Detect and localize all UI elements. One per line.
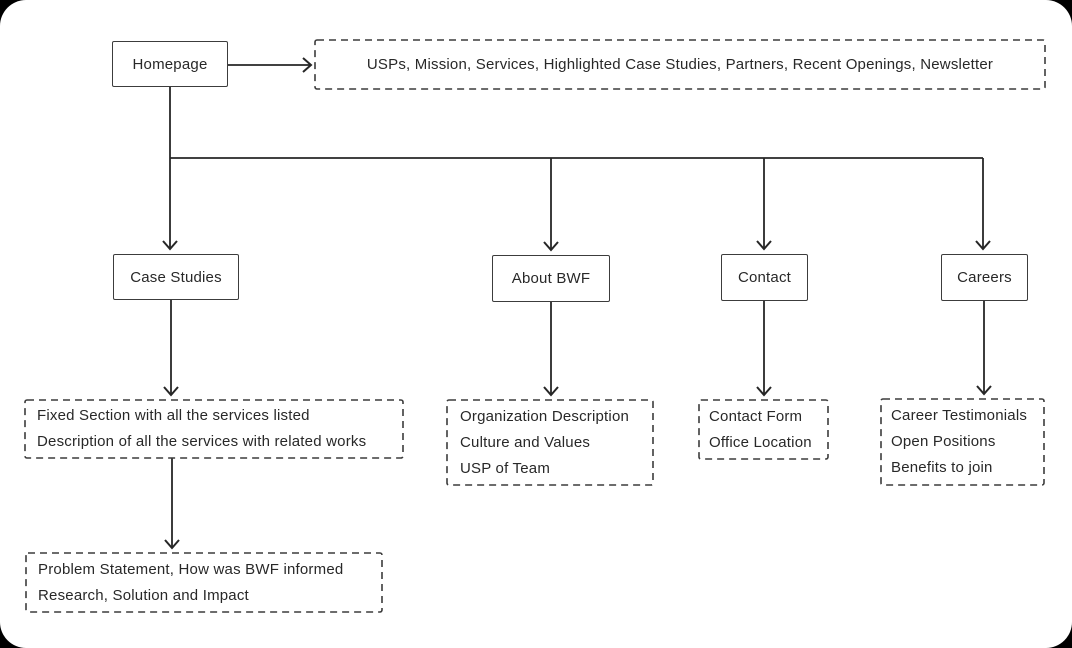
case-studies-details-outline xyxy=(24,399,404,459)
node-about-bwf: About BWF xyxy=(492,255,610,302)
note-contact-details: Contact Form Office Location xyxy=(699,400,828,459)
about-bwf-details-outline xyxy=(446,399,654,486)
note-line: Office Location xyxy=(709,433,812,451)
note-line: Problem Statement, How was BWF informed xyxy=(38,560,344,578)
node-about-bwf-label: About BWF xyxy=(511,270,591,287)
note-line: USP of Team xyxy=(460,459,551,477)
note-homepage-sections: USPs, Mission, Services, Highlighted Cas… xyxy=(315,40,1045,89)
node-careers-label: Careers xyxy=(957,269,1012,286)
note-line: Career Testimonials xyxy=(891,407,1028,424)
homepage-sections-note-outline xyxy=(314,39,1046,90)
node-careers: Careers xyxy=(941,254,1028,301)
note-line: Organization Description xyxy=(460,407,630,425)
note-about-bwf-details: Organization Description Culture and Val… xyxy=(447,400,653,485)
node-case-studies: Case Studies xyxy=(113,254,239,300)
case-studies-subdetails-outline xyxy=(25,552,383,613)
note-line: USPs, Mission, Services, Highlighted Cas… xyxy=(366,55,994,73)
note-case-studies-details: Fixed Section with all the services list… xyxy=(25,400,403,458)
note-line: Open Positions xyxy=(891,433,996,450)
node-contact-label: Contact xyxy=(737,269,792,286)
node-contact: Contact xyxy=(721,254,808,301)
contact-details-outline xyxy=(698,399,829,460)
node-case-studies-label: Case Studies xyxy=(130,268,222,286)
note-careers-details: Career Testimonials Open Positions Benef… xyxy=(881,399,1044,485)
note-line: Description of all the services with rel… xyxy=(37,433,367,450)
note-line: Benefits to join xyxy=(891,459,993,476)
node-homepage: Homepage xyxy=(112,41,228,87)
note-case-studies-subdetails: Problem Statement, How was BWF informed … xyxy=(26,553,382,612)
note-line: Contact Form xyxy=(709,407,803,425)
note-line: Fixed Section with all the services list… xyxy=(37,407,310,424)
careers-details-outline xyxy=(880,398,1045,486)
node-homepage-label: Homepage xyxy=(132,55,208,73)
note-line: Culture and Values xyxy=(460,433,591,451)
note-line: Research, Solution and Impact xyxy=(38,586,249,604)
